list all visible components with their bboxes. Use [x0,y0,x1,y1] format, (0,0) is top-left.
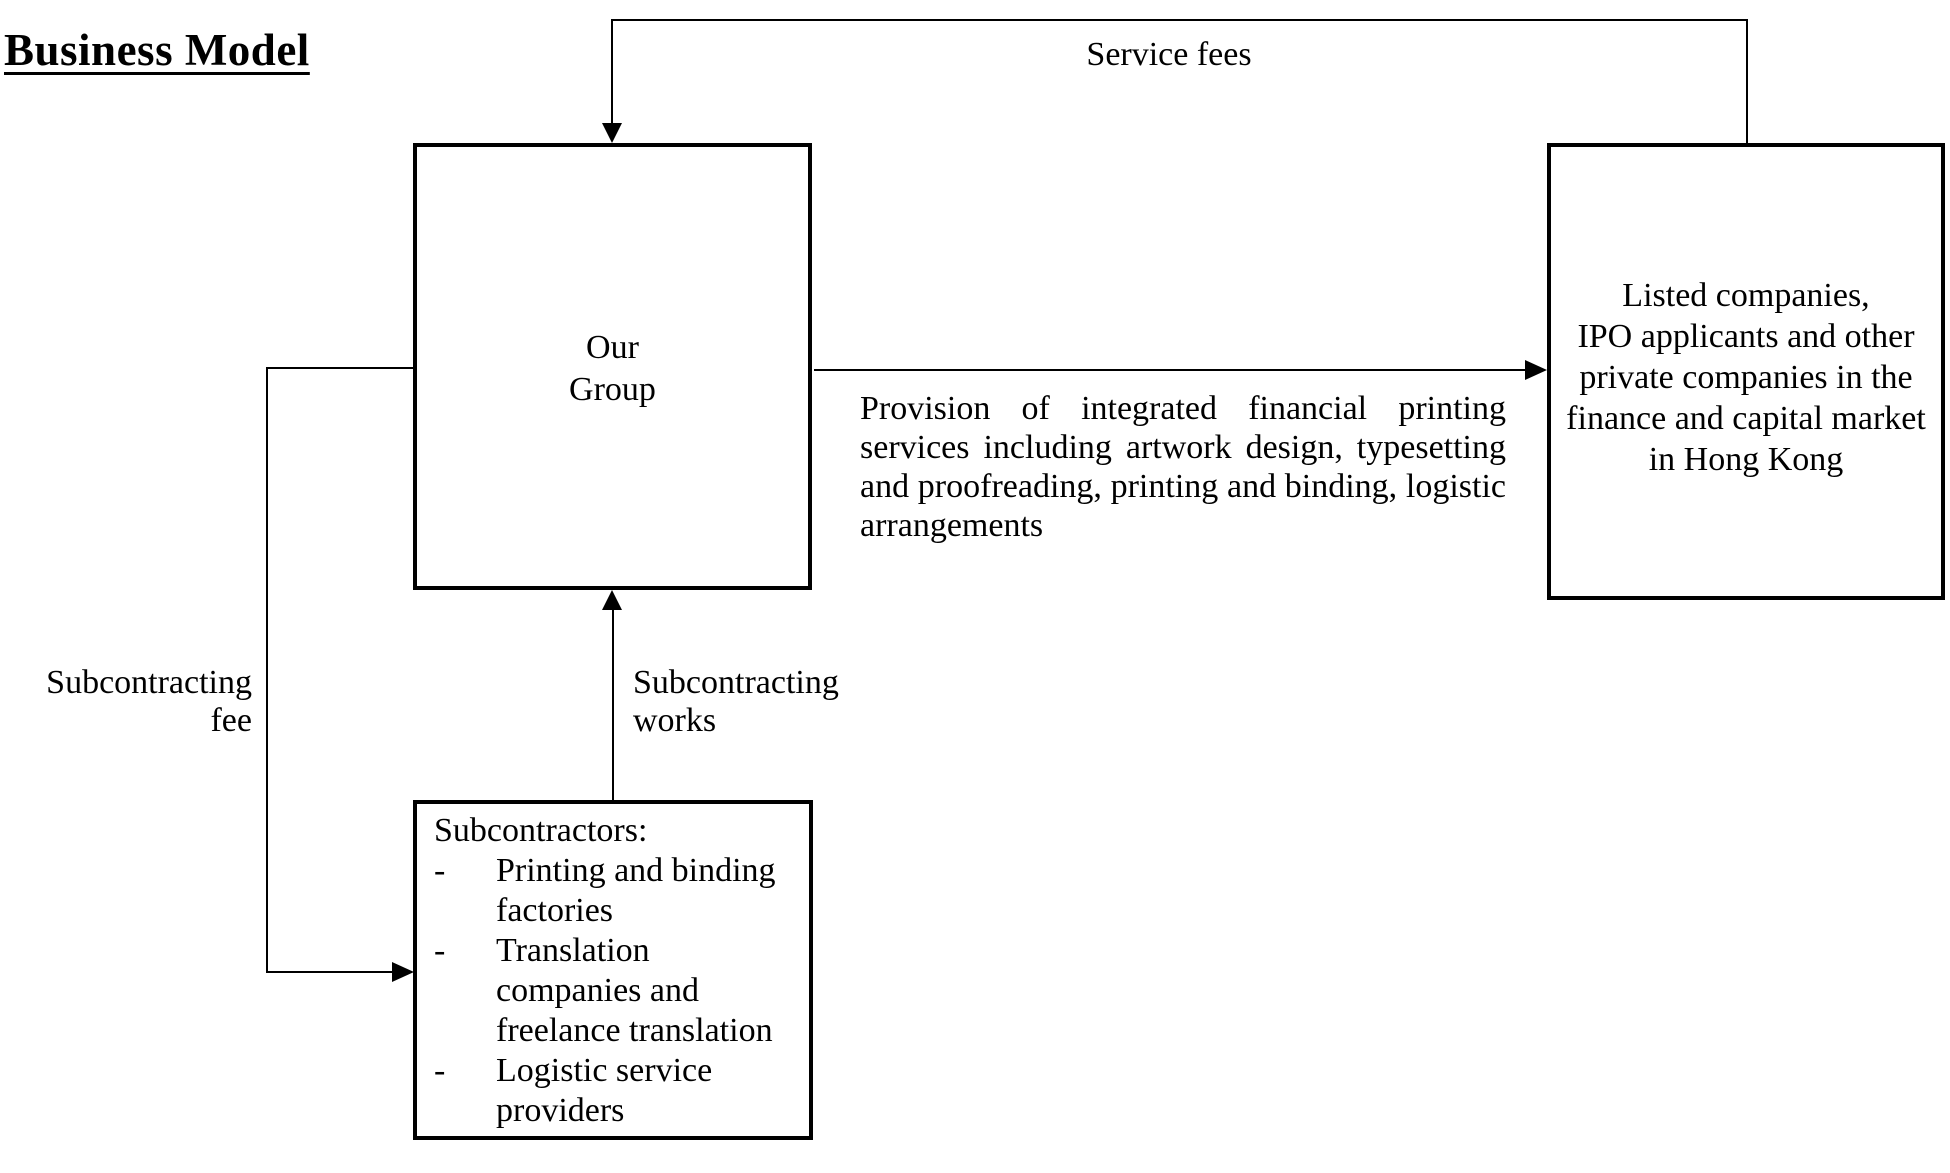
sub-fee-line-vertical [266,367,268,973]
sub-fee-line-top [267,367,413,369]
provision-line-2: services including artwork design, types… [860,429,1506,466]
arrow-right-icon [392,962,414,982]
our-group-label: Our Group [569,328,656,408]
dash-bullet: - [434,932,446,969]
list-item: - Logistic service providers [434,1051,801,1131]
arrow-down-icon [602,123,622,143]
arrow-right-icon [1525,360,1547,380]
service-fees-line-left-drop [611,19,613,123]
list-item-text: Printing and binding factories [496,852,776,929]
list-item-text: Translation companies and freelance tran… [496,932,773,1049]
sub-works-line [612,608,614,804]
provision-line-1: Provision of integrated financial printi… [860,390,1506,427]
subcontractors-heading: Subcontractors: [434,812,648,849]
list-item: - Translation companies and freelance tr… [434,931,801,1051]
service-fees-line-right-drop [1746,19,1748,145]
subcontracting-fee-label: Subcontracting fee [46,664,252,739]
service-fees-line-top [611,19,1748,21]
subcontractors-box: Subcontractors: - Printing and binding f… [413,800,813,1140]
our-group-box: Our Group [413,143,812,590]
sub-fee-line-bottom [267,971,393,973]
provision-line-3: and proofreading, printing and binding, … [860,468,1506,505]
subcontracting-works-label: Subcontracting works [633,664,839,739]
arrow-up-icon [602,590,622,610]
list-item-text: Logistic service providers [496,1052,713,1129]
clients-box: Listed companies, IPO applicants and oth… [1547,143,1945,600]
dash-bullet: - [434,1052,446,1089]
list-item: - Printing and binding factories [434,851,801,931]
dash-bullet: - [434,852,446,889]
service-fees-label: Service fees [1086,36,1252,73]
clients-label: Listed companies, IPO applicants and oth… [1566,277,1926,478]
provision-line [814,369,1527,371]
page-title: Business Model [4,25,310,75]
provision-label: Provision of integrated financial printi… [860,389,1506,545]
provision-line-4: arrangements [860,507,1044,544]
